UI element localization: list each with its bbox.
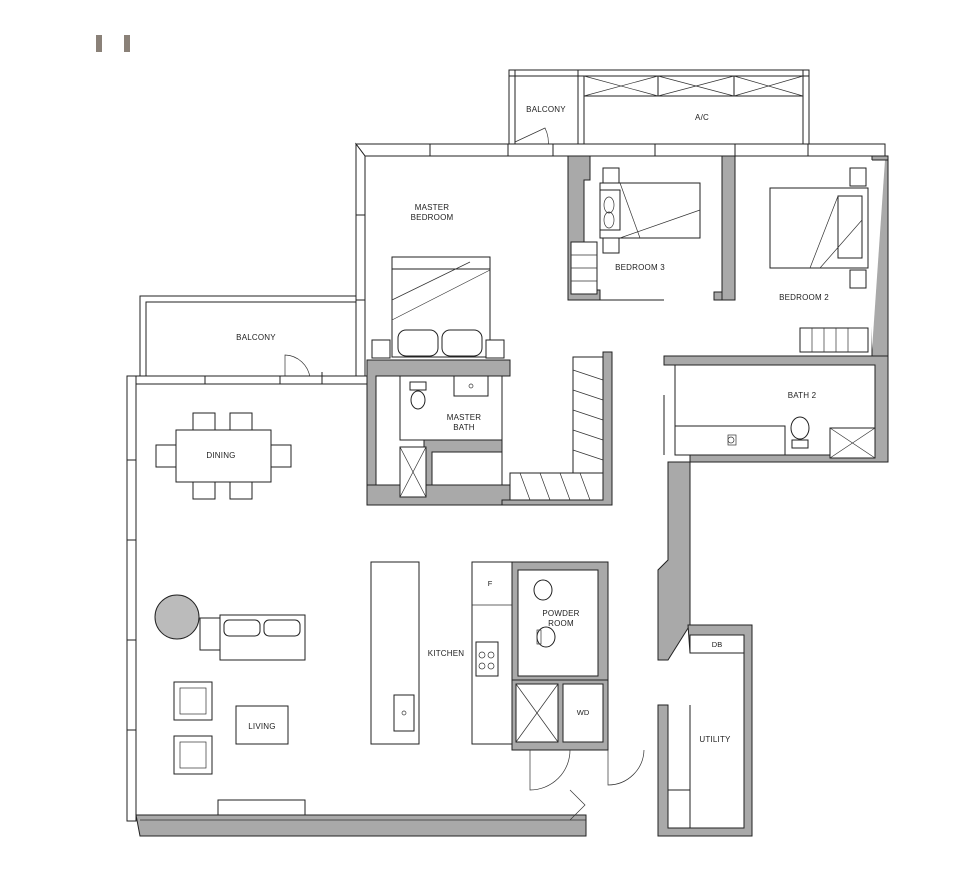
label-master-bedroom-2: BEDROOM — [411, 213, 454, 222]
bedroom3-furniture — [570, 167, 701, 295]
master-bath — [366, 351, 613, 506]
label-balcony-top: BALCONY — [526, 105, 566, 114]
label-living: LIVING — [248, 722, 275, 731]
label-kitchen: KITCHEN — [428, 649, 465, 658]
logo-mark — [96, 35, 130, 52]
kitchen-powder — [370, 561, 645, 821]
label-powder-1: POWDER — [542, 609, 579, 618]
label-bedroom2: BEDROOM 2 — [779, 293, 829, 302]
label-powder-2: ROOM — [548, 619, 574, 628]
living-outer-walls — [126, 372, 587, 837]
label-fridge: F — [488, 579, 493, 588]
label-master-bath-2: BATH — [453, 423, 475, 432]
label-utility: UTILITY — [699, 735, 731, 744]
label-master-bedroom-1: MASTER — [415, 203, 450, 212]
bedroom2-furniture — [769, 167, 869, 353]
dining-table — [155, 412, 292, 500]
master-bed — [371, 256, 505, 359]
label-db: DB — [712, 640, 722, 649]
label-master-bath-1: MASTER — [447, 413, 482, 422]
label-dining: DINING — [206, 451, 235, 460]
top-balcony — [508, 69, 810, 149]
label-bath2: BATH 2 — [788, 391, 817, 400]
bath2 — [663, 355, 889, 463]
corridor-walls — [657, 461, 691, 661]
utility — [657, 624, 753, 837]
label-bedroom3: BEDROOM 3 — [615, 263, 665, 272]
label-balcony-left: BALCONY — [236, 333, 276, 342]
living-furniture — [154, 594, 306, 816]
label-wd: WD — [577, 708, 590, 717]
label-ac: A/C — [695, 113, 709, 122]
